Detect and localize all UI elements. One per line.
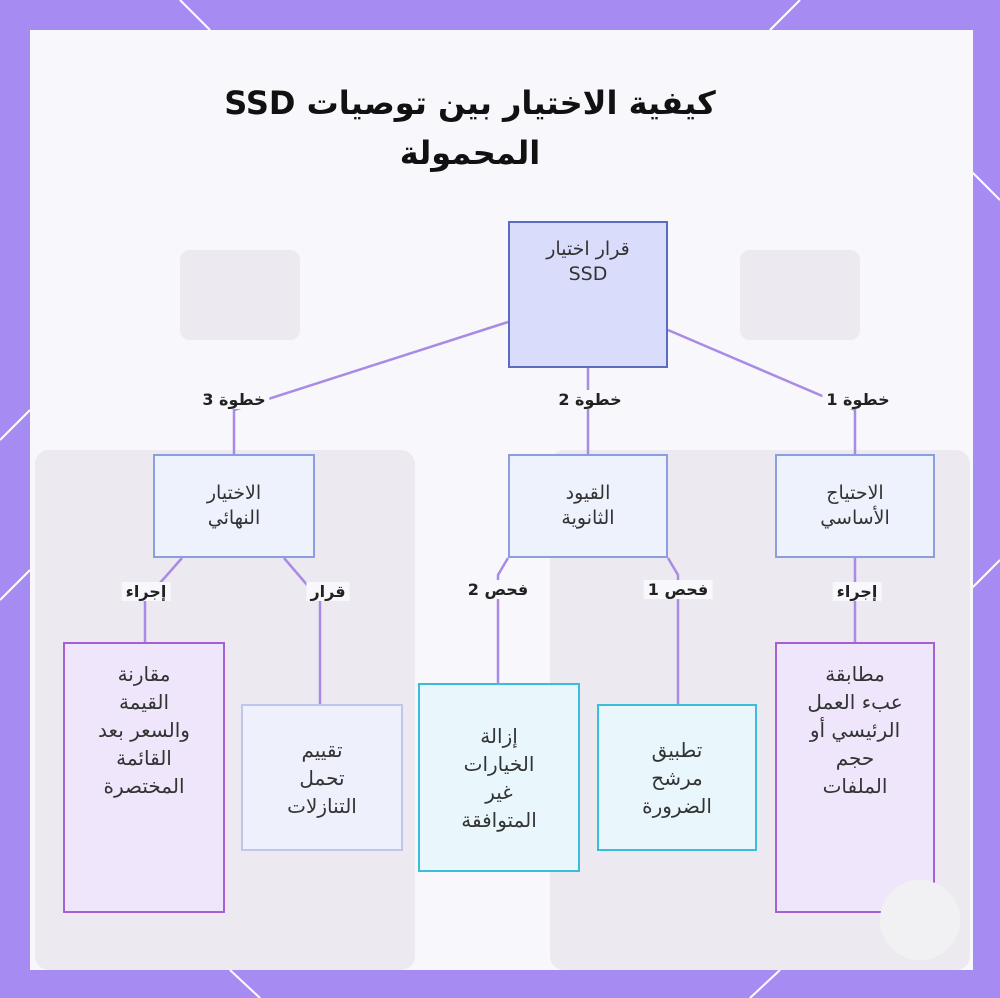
edge-label-step1: خطوة 1 — [822, 390, 894, 409]
edge-label-decision: قرار — [306, 582, 350, 601]
node-ssd-decision-label: قرار اختيار SSD — [546, 238, 630, 285]
edge-label-check1: فحص 1 — [643, 580, 713, 599]
edge-label-check2: فحص 2 — [463, 580, 533, 599]
edge-secondary-check1 — [666, 557, 680, 704]
node-apply-filter: تطبيق مرشح الضرورة — [597, 704, 757, 851]
node-remove-incompatible-label: إزالة الخيارات غير المتوافقة — [461, 723, 537, 832]
node-compare-value: مقارنة القيمة والسعر بعد القائمة المختصر… — [63, 642, 225, 913]
node-final-choice: الاختيار النهائي — [153, 454, 315, 558]
edge-label-action-final: إجراء — [121, 582, 171, 601]
edge-label-action-primary: إجراء — [832, 582, 882, 601]
node-match-workload: مطابقة عبء العمل الرئيسي أو حجم الملفات — [775, 642, 935, 913]
edge-secondary-check2 — [496, 557, 510, 683]
edge-root-step3 — [232, 320, 509, 454]
node-final-choice-label: الاختيار النهائي — [206, 482, 262, 529]
node-evaluate-tradeoffs-label: تقييم تحمل التنازلات — [287, 737, 357, 818]
edge-label-step3: خطوة 3 — [198, 390, 270, 409]
node-ssd-decision: قرار اختيار SSD — [508, 221, 668, 368]
node-secondary-constraints-label: القيود الثانوية — [561, 482, 615, 529]
node-primary-need: الاحتياج الأساسي — [775, 454, 935, 558]
edge-final-decision — [283, 557, 322, 704]
node-match-workload-label: مطابقة عبء العمل الرئيسي أو حجم الملفات — [807, 662, 903, 798]
node-primary-need-label: الاحتياج الأساسي — [820, 482, 890, 529]
node-evaluate-tradeoffs: تقييم تحمل التنازلات — [241, 704, 403, 851]
node-apply-filter-label: تطبيق مرشح الضرورة — [642, 737, 712, 818]
node-secondary-constraints: القيود الثانوية — [508, 454, 668, 558]
edge-root-step1 — [667, 328, 857, 454]
node-remove-incompatible: إزالة الخيارات غير المتوافقة — [418, 683, 580, 872]
diagram-title: كيفية الاختيار بين توصيات SSD المحمولة — [224, 84, 716, 172]
edge-label-step2: خطوة 2 — [554, 390, 626, 409]
corner-badge — [880, 880, 960, 960]
node-compare-value-label: مقارنة القيمة والسعر بعد القائمة المختصر… — [98, 662, 190, 798]
